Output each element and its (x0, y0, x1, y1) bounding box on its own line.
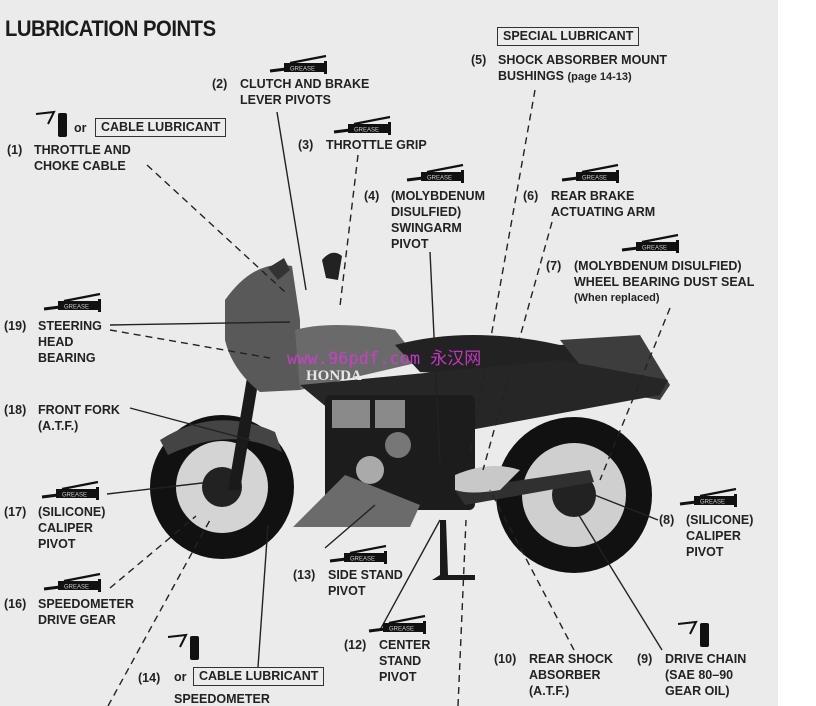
point-number: (5) (471, 53, 487, 67)
point-number: (3) (298, 138, 314, 152)
special-lubricant-box: SPECIAL LUBRICANT (497, 27, 640, 46)
oil-can-icon (35, 110, 67, 137)
manual-page: LUBRICATION POINTS (0, 0, 778, 706)
point-number: (13) (293, 568, 316, 582)
svg-text:GREASE: GREASE (389, 627, 414, 633)
svg-text:GREASE: GREASE (427, 176, 452, 182)
grease-gun-icon: GREASE (43, 572, 101, 592)
point-number: (18) (4, 403, 27, 417)
svg-text:GREASE: GREASE (642, 246, 667, 252)
point-label-front-fork: FRONT FORK(A.T.F.) (38, 403, 120, 433)
point-number: (8) (659, 513, 675, 527)
point-number: (10) (494, 652, 517, 666)
cable-lubricant-box: CABLE LUBRICANT (193, 667, 325, 686)
point-label-speedometer: SPEEDOMETER (174, 692, 270, 706)
fairing (225, 264, 300, 392)
belly-pan (293, 475, 420, 527)
svg-text:GREASE: GREASE (64, 305, 89, 311)
grease-gun-icon: GREASE (561, 163, 619, 183)
bike-brand-text: HONDA (306, 368, 362, 384)
point-number: (9) (637, 652, 653, 666)
grease-gun-icon: GREASE (269, 54, 327, 74)
point-number: (6) (523, 189, 539, 203)
svg-text:GREASE: GREASE (350, 557, 375, 563)
point-number: (12) (344, 638, 367, 652)
svg-text:GREASE: GREASE (582, 176, 607, 182)
grease-gun-icon: GREASE (406, 163, 464, 183)
point-label-wheel-bearing-dust-seal: (MOLYBDENUM DISULFIED)WHEEL BEARING DUST… (574, 259, 755, 304)
point-number: (1) (7, 143, 23, 157)
oil-can-icon (167, 633, 199, 660)
svg-text:GREASE: GREASE (290, 67, 315, 73)
grease-gun-icon: GREASE (333, 115, 391, 135)
point-number: (19) (4, 319, 27, 333)
page-title: LUBRICATION POINTS (5, 16, 216, 41)
or-text: or (174, 670, 187, 684)
watermark-text: www.96pdf.com 永汉网 (287, 349, 482, 369)
point-number: (2) (212, 77, 228, 91)
cable-lubricant-box: CABLE LUBRICANT (95, 118, 227, 137)
grease-gun-icon: GREASE (43, 292, 101, 312)
grease-gun-icon: GREASE (368, 614, 426, 634)
svg-text:GREASE: GREASE (62, 493, 87, 499)
point-number: (4) (364, 189, 380, 203)
point-number: (7) (546, 259, 562, 273)
svg-text:GREASE: GREASE (700, 500, 725, 506)
point-number: (14) (138, 671, 161, 685)
point-number: (16) (4, 597, 27, 611)
point-label-throttle-grip: THROTTLE GRIP (326, 138, 427, 152)
grease-gun-icon: GREASE (329, 544, 387, 564)
oil-can-icon (677, 620, 709, 647)
svg-text:GREASE: GREASE (64, 585, 89, 591)
svg-text:GREASE: GREASE (354, 128, 379, 134)
grease-gun-icon: GREASE (621, 233, 679, 253)
leader-lines (106, 89, 671, 706)
grease-gun-icon: GREASE (679, 487, 737, 507)
or-text: or (74, 121, 87, 135)
point-number: (17) (4, 505, 27, 519)
grease-gun-icon: GREASE (41, 480, 99, 500)
fuel-tank (295, 325, 420, 390)
